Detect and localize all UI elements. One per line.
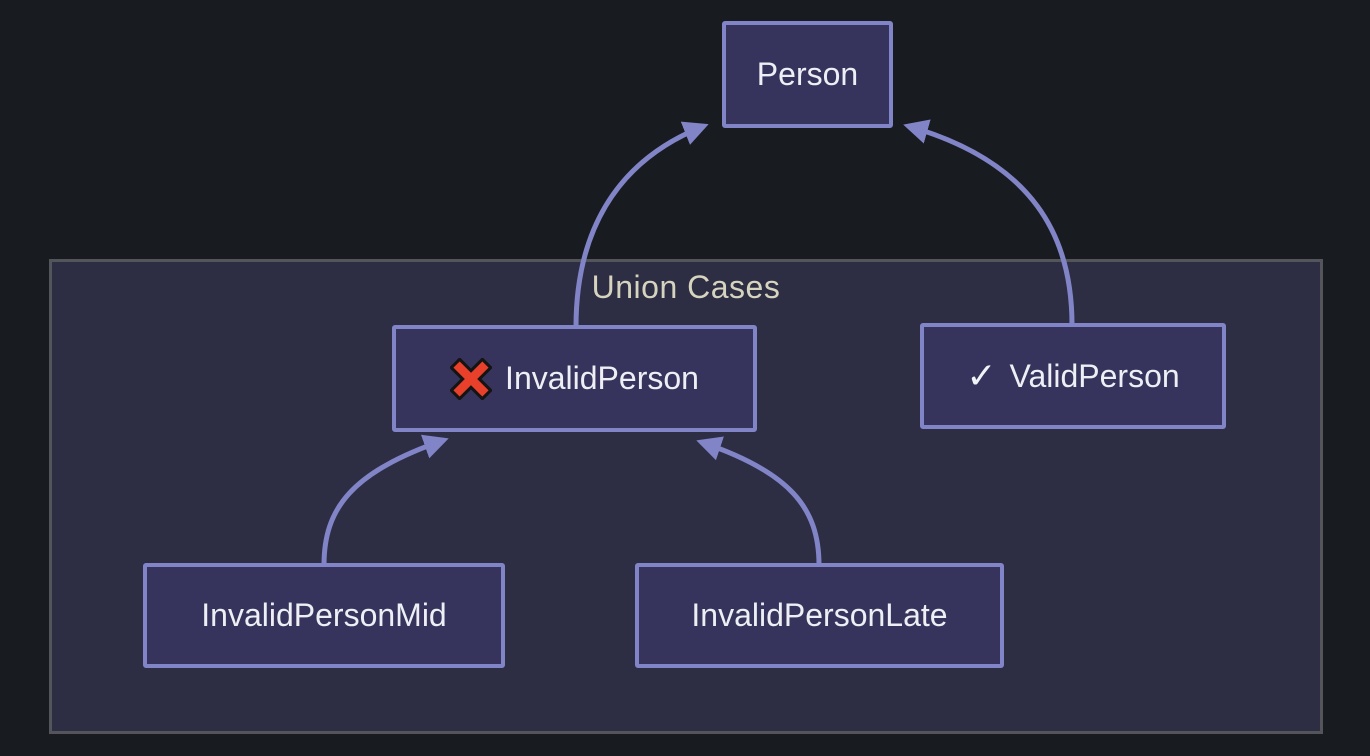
node-invalid-person-mid-label: InvalidPersonMid xyxy=(201,597,447,633)
node-invalid-person: InvalidPerson xyxy=(392,325,757,432)
node-valid-person: ✓ ValidPerson xyxy=(920,323,1226,429)
cluster-title: Union Cases xyxy=(591,269,781,305)
node-valid-person-label: ValidPerson xyxy=(1009,357,1180,394)
cross-mark-icon xyxy=(450,357,493,400)
node-person-label: Person xyxy=(756,56,859,92)
node-person: Person xyxy=(722,21,893,128)
check-mark-icon: ✓ xyxy=(966,355,997,396)
node-invalid-person-mid: InvalidPersonMid xyxy=(143,563,505,668)
node-invalid-person-label: InvalidPerson xyxy=(505,360,699,396)
node-invalid-person-late-label: InvalidPersonLate xyxy=(691,597,948,633)
node-invalid-person-late: InvalidPersonLate xyxy=(635,563,1004,668)
